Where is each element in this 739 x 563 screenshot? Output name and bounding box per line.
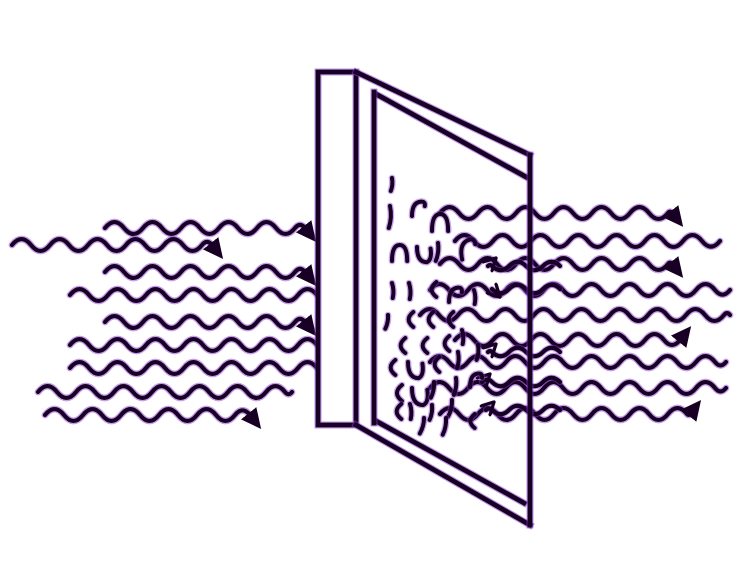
scatter-mark-tick-23 xyxy=(455,350,461,370)
scatter-mark-hook-37 xyxy=(468,371,485,389)
scatter-mark-tick-6 xyxy=(433,241,441,263)
scatter-mark-hook-7 xyxy=(459,237,478,262)
scatter-mark-tick-9 xyxy=(407,281,413,301)
transmitted-wave-5 xyxy=(452,326,692,349)
transmitted-wave-1 xyxy=(452,232,723,250)
panel-top-outer-edge xyxy=(352,68,534,159)
incident-wave-7 xyxy=(35,383,295,401)
reflected-wave-4 xyxy=(486,406,563,415)
scatter-mark-tick-1 xyxy=(386,204,393,230)
reflected-wave-2 xyxy=(488,348,563,357)
transmitted-wave-3 xyxy=(427,281,733,299)
scatter-mark-tick-30 xyxy=(427,403,435,422)
shielding-panel-group xyxy=(314,67,535,530)
scatter-mark-cee-15 xyxy=(446,310,456,329)
incident-wave-8 xyxy=(42,406,262,429)
transmitted-wave-4 xyxy=(417,306,733,324)
incident-wave-0 xyxy=(102,219,317,242)
scatter-mark-cee-16 xyxy=(398,336,408,355)
incident-wave-4 xyxy=(102,313,317,336)
reflected-waves-group xyxy=(482,262,564,418)
scatter-mark-tick-27 xyxy=(451,376,459,397)
panel-top-inner-edge xyxy=(372,90,530,181)
scatter-mark-tick-31 xyxy=(446,398,455,419)
transmitted-wave-2 xyxy=(437,255,684,278)
scatter-mark-tick-8 xyxy=(390,281,396,300)
transmitted-wave-0 xyxy=(437,204,684,227)
scatter-mark-arch-3 xyxy=(430,212,451,233)
scatter-mark-tick-19 xyxy=(460,328,466,346)
scatter-mark-tick-35 xyxy=(472,288,478,306)
incident-wave-5 xyxy=(67,336,333,354)
scatter-mark-hook-11 xyxy=(447,285,464,304)
scatter-mark-cee-13 xyxy=(406,310,416,329)
scatter-mark-cup-21 xyxy=(406,360,425,381)
scatter-mark-hook-2 xyxy=(410,199,427,218)
scatter-mark-tick-36 xyxy=(474,343,481,362)
scatter-mark-tick-12 xyxy=(383,313,391,331)
scatter-mark-cee-24 xyxy=(394,383,404,403)
incident-wave-3 xyxy=(67,286,333,304)
scatter-mark-tick-0 xyxy=(388,176,395,193)
scatter-mark-cee-18 xyxy=(442,334,452,353)
scatter-mark-cee-10 xyxy=(429,280,439,299)
scatter-mark-arch-4 xyxy=(390,243,410,263)
scatter-mark-tick-29 xyxy=(408,402,414,421)
scatter-mark-cee-17 xyxy=(420,336,430,355)
incident-wave-1 xyxy=(9,236,224,259)
reflected-wave-1 xyxy=(492,285,563,294)
scatter-mark-tick-26 xyxy=(428,380,437,400)
scatter-mark-cee-28 xyxy=(394,402,404,421)
scatter-mark-cee-22 xyxy=(432,355,442,374)
scatter-mark-tick-32 xyxy=(417,416,426,436)
reflected-wave-0 xyxy=(488,262,563,271)
scatter-mark-cup-25 xyxy=(410,386,430,408)
scattering-marks-group xyxy=(381,174,486,439)
incident-wave-6 xyxy=(67,359,333,377)
scatter-mark-cee-20 xyxy=(388,358,398,377)
incident-wave-2 xyxy=(102,263,317,286)
incident-waves-group xyxy=(8,218,334,429)
panel-side-face-fill xyxy=(318,72,356,425)
scatter-mark-tick-33 xyxy=(440,416,449,437)
scatter-mark-cup-5 xyxy=(415,245,433,265)
transmitted-wave-6 xyxy=(427,353,729,371)
scatter-mark-cee-14 xyxy=(426,310,436,329)
reflected-wave-3 xyxy=(482,378,563,387)
panel-bottom-outer-edge xyxy=(352,421,534,529)
scatter-mark-cee-34 xyxy=(468,412,477,430)
panel-bottom-inner-edge xyxy=(372,417,528,507)
